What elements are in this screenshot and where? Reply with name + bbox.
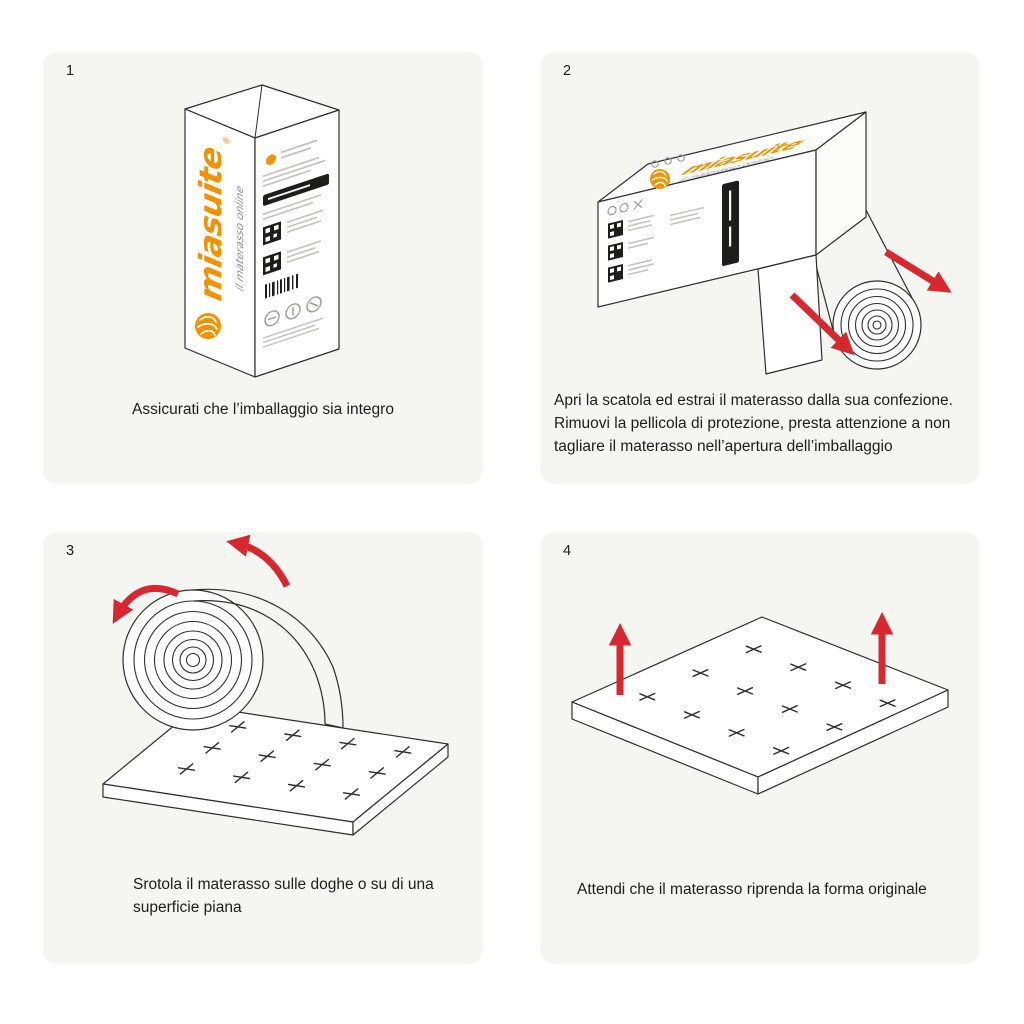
unrolling-curl-outer — [192, 588, 344, 729]
step-number-4: 4 — [563, 543, 572, 559]
step-panel-2: 2 miasuite ® il materasso — [540, 52, 980, 484]
label-orange-dot — [266, 154, 276, 165]
red-arrow-icon — [789, 292, 855, 356]
brand-swirl-icon — [650, 169, 670, 189]
box-top-seam — [254, 84, 263, 139]
roll-spiral — [133, 600, 253, 720]
step-caption-4: Attendi che il materasso riprenda la for… — [577, 881, 927, 898]
label-black-strip — [722, 180, 739, 266]
pull-arrows — [789, 249, 952, 356]
box-front-labels — [607, 180, 739, 283]
label-text-lines — [263, 139, 325, 188]
red-arrow-icon — [884, 249, 952, 293]
label-text-lines — [628, 206, 704, 276]
label-text-lines — [628, 214, 654, 232]
certification-icons — [264, 296, 322, 327]
step-caption-3: Srotola il materasso sulle doghe o su di… — [133, 876, 434, 916]
brand-tagline-text: il materasso online — [234, 183, 246, 293]
mattress-right-edge — [757, 689, 949, 795]
red-arrow-icon — [112, 584, 180, 624]
label-text-lines — [263, 194, 321, 221]
shipping-icons — [607, 199, 643, 216]
rolled-mattress — [813, 209, 919, 341]
step-4-illustration — [571, 612, 949, 795]
box-open-end — [815, 111, 867, 256]
brand-logo-text: miasuite — [192, 140, 228, 307]
red-arrow-icon — [226, 534, 291, 588]
unrolling-curl-inner — [193, 600, 326, 725]
curl-end-edge — [324, 723, 344, 729]
label-banner-text — [268, 184, 310, 201]
roll-cylinder-edge — [813, 257, 837, 341]
step-3-illustration — [102, 534, 449, 836]
label-text-lines — [628, 236, 654, 249]
box-flap — [757, 254, 823, 375]
unroll-arrows — [112, 534, 291, 624]
care-icons — [651, 154, 685, 168]
mattress-roll — [122, 588, 344, 731]
roll-spiral — [832, 280, 922, 370]
step-panel-3: 3 — [43, 532, 483, 964]
label-text-lines — [263, 317, 323, 348]
label-text-lines — [287, 209, 323, 234]
step-panel-4: 4 Attendi che il materasso riprenda la f… — [540, 532, 980, 964]
step-caption-2: Apri la scatola ed estrai il materasso d… — [554, 392, 953, 455]
brand-registered-mark: ® — [794, 138, 809, 145]
step-caption-1: Assicurati che l’imballaggio sia integro — [132, 401, 394, 418]
step-1-illustration: miasuite ® il materasso online — [184, 84, 340, 378]
step-number-3: 3 — [66, 543, 75, 559]
brand-registered-mark: ® — [223, 134, 232, 147]
expand-arrows — [608, 612, 894, 695]
label-text-lines — [287, 240, 321, 264]
step-panel-1: 1 miasuite ® il materasso online — [43, 52, 483, 484]
label-strip-text — [729, 190, 732, 247]
sheet-right-edge — [352, 743, 449, 836]
brand-swirl-icon — [195, 313, 221, 339]
barcode-icon — [265, 273, 298, 299]
unrolled-sheet — [102, 705, 449, 836]
mattress-top-face — [571, 616, 949, 778]
step-number-1: 1 — [66, 63, 75, 79]
step-number-2: 2 — [563, 63, 572, 79]
step-2-illustration: miasuite ® il materasso online — [597, 111, 952, 375]
box-side-labels — [263, 139, 329, 348]
box-front-branding: miasuite ® il materasso online — [192, 134, 246, 339]
flat-mattress — [571, 616, 949, 795]
roll-cylinder-edge — [865, 209, 919, 311]
